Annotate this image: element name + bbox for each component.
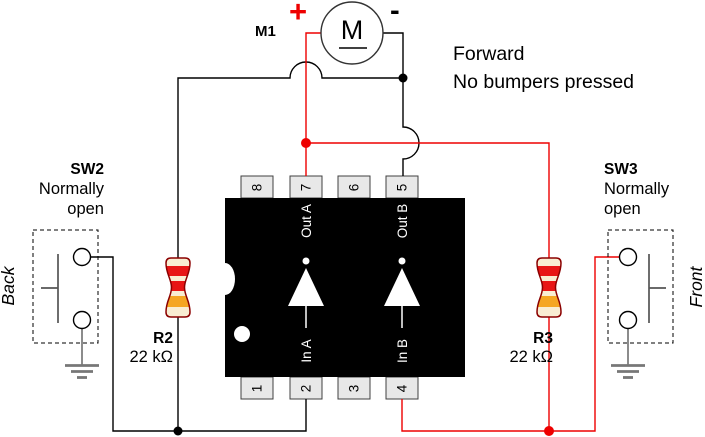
wire-pin4-to-sw3 — [401, 256, 619, 432]
r3-outline — [536, 257, 562, 318]
sw3-contact-top — [618, 247, 638, 267]
wire-motor-minus-lead — [383, 32, 404, 78]
sw3-ref-label: SW3 — [604, 161, 638, 178]
pin1-marker-dot — [234, 326, 250, 342]
pin-3-number: 3 — [346, 384, 362, 392]
sw2-state-line-2: open — [67, 200, 104, 218]
sw2-contact-top — [72, 247, 92, 267]
out-b-label: Out B — [394, 203, 410, 239]
motor-minus-terminal: - — [390, 0, 400, 27]
sw3-contact-bottom — [618, 310, 638, 330]
r3-value-label: 22 kΩ — [509, 348, 553, 366]
motor-symbol-letter: M — [340, 15, 364, 45]
sw3-labels: SW3 Normally open — [604, 160, 704, 219]
junction-dot-r3 — [544, 426, 554, 436]
sw2-state-line-1: Normally — [38, 180, 104, 198]
sw3-outline-box — [607, 229, 674, 344]
r2-symbol — [165, 257, 191, 318]
wire-plus-to-r3 — [306, 142, 550, 258]
ic-package — [225, 198, 465, 377]
sw2-contact-bottom — [72, 310, 92, 330]
state-annotation: Forward No bumpers pressed — [453, 40, 634, 96]
buffer-b-output-dot — [398, 257, 406, 265]
in-b-label: In B — [394, 339, 410, 364]
buffer-a-symbol — [288, 257, 324, 328]
neutral-wires — [91, 32, 420, 432]
motor-ref-label: M1 — [255, 23, 276, 40]
wire-minus-to-pin5 — [402, 78, 420, 176]
buffer-a-output-dot — [302, 257, 310, 265]
junction-dot-plus — [301, 138, 311, 148]
r2-labels: R2 22 kΩ — [88, 330, 173, 367]
wire-motor-plus-to-pin7 — [305, 32, 321, 176]
motor-circle — [320, 1, 384, 65]
pin-8-number: 8 — [249, 183, 265, 191]
back-side-label: Back — [0, 266, 18, 306]
sw2-ref-label: SW2 — [70, 161, 104, 178]
r2-ref-label: R2 — [153, 330, 173, 347]
annotation-line-1: Forward — [453, 43, 525, 65]
sw3-state-line-2: open — [604, 200, 641, 218]
sw2-labels: SW2 Normally open — [18, 160, 104, 219]
sw2-outline-box — [32, 229, 99, 344]
front-side-label: Front — [685, 266, 705, 308]
ic-body — [215, 198, 465, 377]
motor-symbol — [320, 1, 384, 65]
ic-notch — [215, 263, 235, 295]
wire-sw2-to-pin2 — [91, 256, 307, 432]
buffer-a-triangle — [288, 268, 324, 306]
active-wires — [305, 32, 619, 432]
wire-minus-to-r2 — [177, 61, 403, 258]
buffer-b-triangle — [384, 268, 420, 306]
out-a-label: Out A — [298, 204, 314, 238]
r2-bands — [166, 266, 190, 307]
r3-labels: R3 22 kΩ — [468, 330, 553, 367]
annotation-line-2: No bumpers pressed — [453, 71, 635, 93]
r2-value-label: 22 kΩ — [129, 348, 173, 366]
sw2-ground-symbol — [65, 364, 99, 379]
sw2-symbol — [32, 229, 99, 379]
r2-outline — [165, 257, 191, 318]
r3-bands — [537, 266, 561, 307]
r3-ref-label: R3 — [533, 330, 553, 347]
pin-6-number: 6 — [346, 183, 362, 191]
sw3-state-line-1: Normally — [604, 180, 670, 198]
junction-dot-r2 — [173, 426, 183, 436]
sw3-symbol — [607, 229, 674, 379]
motor-plus-terminal: + — [289, 0, 308, 29]
pin-1-number: 1 — [249, 384, 265, 392]
junction-dot-minus — [398, 73, 408, 83]
in-a-label: In A — [298, 339, 314, 363]
r3-symbol — [536, 257, 562, 318]
sw3-ground-symbol — [611, 364, 645, 379]
ic-pin-tabs — [240, 175, 419, 400]
buffer-b-symbol — [384, 257, 420, 328]
